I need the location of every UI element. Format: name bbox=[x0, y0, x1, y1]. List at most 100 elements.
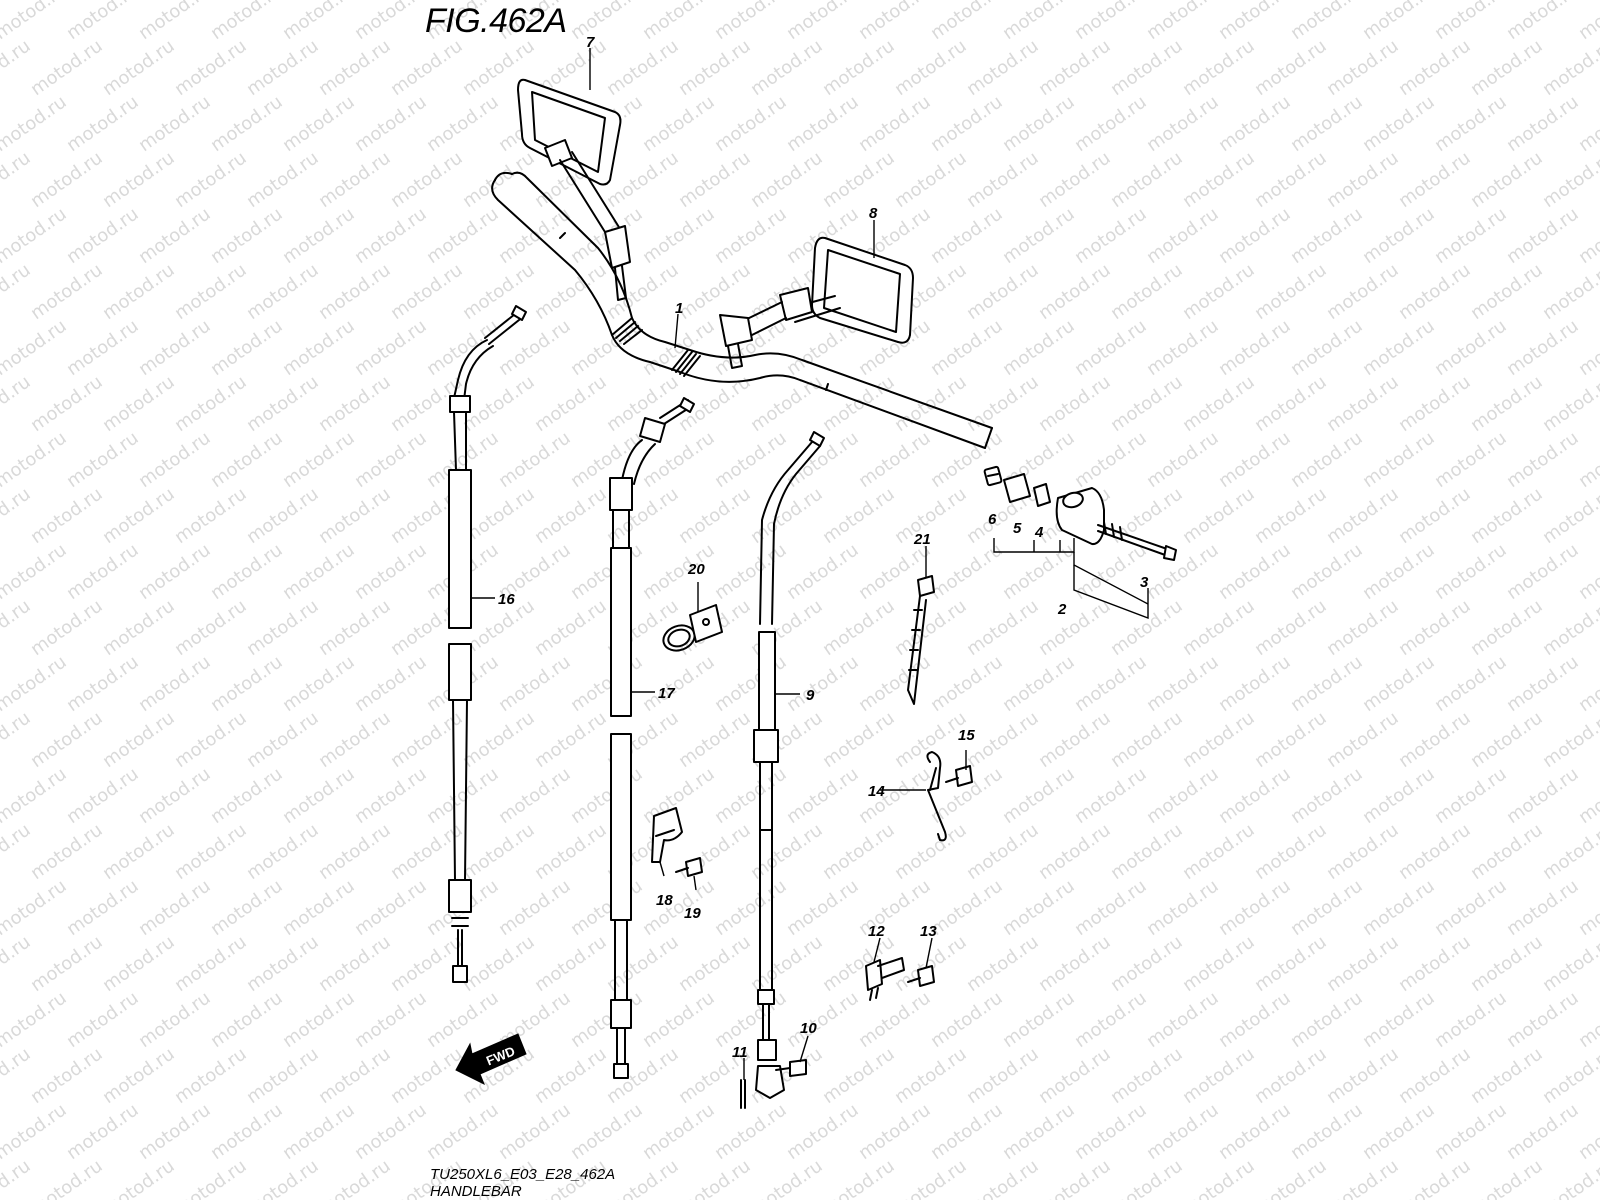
watermark-text: motod.ru bbox=[243, 932, 323, 997]
callout-11: 11 bbox=[732, 1044, 748, 1061]
watermark-text: motod.ru bbox=[1107, 372, 1187, 437]
watermark-text: motod.ru bbox=[1215, 988, 1295, 1053]
watermark-text: motod.ru bbox=[99, 932, 179, 997]
watermark-text: motod.ru bbox=[1575, 540, 1600, 605]
watermark-text: motod.ru bbox=[279, 988, 359, 1053]
watermark-text: motod.ru bbox=[855, 428, 935, 493]
watermark-text: motod.ru bbox=[1071, 764, 1151, 829]
watermark-text: motod.ru bbox=[1323, 148, 1403, 213]
watermark-text: motod.ru bbox=[1503, 428, 1583, 493]
watermark-text: motod.ru bbox=[1575, 428, 1600, 493]
bar-end-nut-part-6[interactable] bbox=[983, 465, 1003, 487]
bolt-part-19[interactable] bbox=[675, 857, 703, 877]
watermark-text: motod.ru bbox=[99, 260, 179, 325]
bolt-part-13[interactable] bbox=[907, 965, 935, 987]
watermark-text: motod.ru bbox=[279, 316, 359, 381]
bar-end-rubber-part-5[interactable] bbox=[1003, 473, 1031, 503]
watermark-text: motod.ru bbox=[1539, 820, 1600, 885]
watermark-text: motod.ru bbox=[1503, 92, 1583, 157]
watermark-text: motod.ru bbox=[711, 1100, 791, 1165]
watermark-text: motod.ru bbox=[207, 988, 287, 1053]
clutch-cable-part-16[interactable] bbox=[448, 305, 527, 983]
watermark-text: motod.ru bbox=[963, 260, 1043, 325]
watermark-text: motod.ru bbox=[1251, 596, 1331, 661]
watermark-text: motod.ru bbox=[711, 876, 791, 941]
watermark-text: motod.ru bbox=[1575, 876, 1600, 941]
watermark-text: motod.ru bbox=[351, 652, 431, 717]
front-cable-part-9[interactable] bbox=[753, 431, 825, 1099]
watermark-text: motod.ru bbox=[1071, 428, 1151, 493]
handlebar-part-1[interactable] bbox=[491, 171, 993, 449]
watermark-text: motod.ru bbox=[1323, 372, 1403, 437]
watermark-text: motod.ru bbox=[1251, 932, 1331, 997]
watermark-text: motod.ru bbox=[783, 652, 863, 717]
bolt-part-15[interactable] bbox=[945, 765, 973, 787]
watermark-text: motod.ru bbox=[495, 1100, 575, 1165]
watermark-text: motod.ru bbox=[1359, 0, 1439, 44]
bar-end-collar-part-4[interactable] bbox=[1033, 483, 1051, 507]
watermark-text: motod.ru bbox=[1395, 1044, 1475, 1109]
watermark-text: motod.ru bbox=[1575, 652, 1600, 717]
watermark-text: motod.ru bbox=[639, 316, 719, 381]
watermark-text: motod.ru bbox=[1431, 204, 1511, 269]
watermark-text: motod.ru bbox=[999, 876, 1079, 941]
watermark-text: motod.ru bbox=[0, 260, 35, 325]
watermark-text: motod.ru bbox=[63, 988, 143, 1053]
cable-clamp-part-20[interactable] bbox=[660, 604, 723, 655]
watermark-text: motod.ru bbox=[1539, 148, 1600, 213]
mirror-left-part-7[interactable] bbox=[517, 78, 631, 301]
mirror-right-part-8[interactable] bbox=[719, 236, 914, 369]
watermark-text: motod.ru bbox=[0, 484, 35, 549]
cable-tie-part-21[interactable] bbox=[907, 575, 935, 705]
watermark-text: motod.ru bbox=[1287, 652, 1367, 717]
watermark-text: motod.ru bbox=[675, 932, 755, 997]
wire-clamp-part-14[interactable] bbox=[926, 751, 947, 842]
watermark-text: motod.ru bbox=[927, 92, 1007, 157]
watermark-text: motod.ru bbox=[639, 1100, 719, 1165]
watermark-text: motod.ru bbox=[963, 372, 1043, 437]
watermark-text: motod.ru bbox=[207, 876, 287, 941]
watermark-text: motod.ru bbox=[1107, 260, 1187, 325]
throttle-cable-part-17[interactable] bbox=[609, 397, 695, 1079]
callout-16: 16 bbox=[498, 591, 515, 608]
watermark-text: motod.ru bbox=[315, 484, 395, 549]
watermark-text: motod.ru bbox=[171, 1156, 251, 1200]
watermark-text: motod.ru bbox=[1287, 764, 1367, 829]
watermark-text: motod.ru bbox=[459, 148, 539, 213]
watermark-text: motod.ru bbox=[27, 372, 107, 437]
watermark-text: motod.ru bbox=[135, 92, 215, 157]
watermark-text: motod.ru bbox=[27, 708, 107, 773]
watermark-text: motod.ru bbox=[351, 1100, 431, 1165]
cotter-pin-part-11[interactable] bbox=[740, 1079, 746, 1109]
watermark-text: motod.ru bbox=[567, 764, 647, 829]
bar-end-assembly-part-2[interactable] bbox=[983, 465, 1177, 561]
watermark-text: motod.ru bbox=[0, 652, 71, 717]
watermark-text: motod.ru bbox=[1539, 596, 1600, 661]
bar-end-weight-part-2[interactable] bbox=[1055, 487, 1105, 546]
clamp-part-12[interactable] bbox=[865, 957, 905, 1001]
watermark-text: motod.ru bbox=[1287, 988, 1367, 1053]
watermark-text: motod.ru bbox=[171, 708, 251, 773]
watermark-text: motod.ru bbox=[171, 36, 251, 101]
watermark-text: motod.ru bbox=[1251, 484, 1331, 549]
watermark-text: motod.ru bbox=[927, 652, 1007, 717]
bar-end-screw-part-3[interactable] bbox=[1097, 521, 1177, 561]
watermark-text: motod.ru bbox=[1179, 484, 1259, 549]
watermark-text: motod.ru bbox=[963, 148, 1043, 213]
watermark-text: motod.ru bbox=[1143, 316, 1223, 381]
watermark-text: motod.ru bbox=[387, 148, 467, 213]
clamp-part-18[interactable] bbox=[651, 807, 683, 863]
callout-2: 2 bbox=[1057, 601, 1067, 618]
watermark-text: motod.ru bbox=[387, 36, 467, 101]
watermark-text: motod.ru bbox=[1035, 372, 1115, 437]
watermark-text: motod.ru bbox=[819, 1044, 899, 1109]
watermark-text: motod.ru bbox=[1323, 260, 1403, 325]
watermark-text: motod.ru bbox=[1035, 596, 1115, 661]
watermark-text: motod.ru bbox=[1359, 316, 1439, 381]
watermark-text: motod.ru bbox=[855, 764, 935, 829]
watermark-text: motod.ru bbox=[1431, 540, 1511, 605]
watermark-text: motod.ru bbox=[1143, 876, 1223, 941]
watermark-text: motod.ru bbox=[99, 820, 179, 885]
watermark-text: motod.ru bbox=[1179, 1156, 1259, 1200]
watermark-text: motod.ru bbox=[495, 764, 575, 829]
